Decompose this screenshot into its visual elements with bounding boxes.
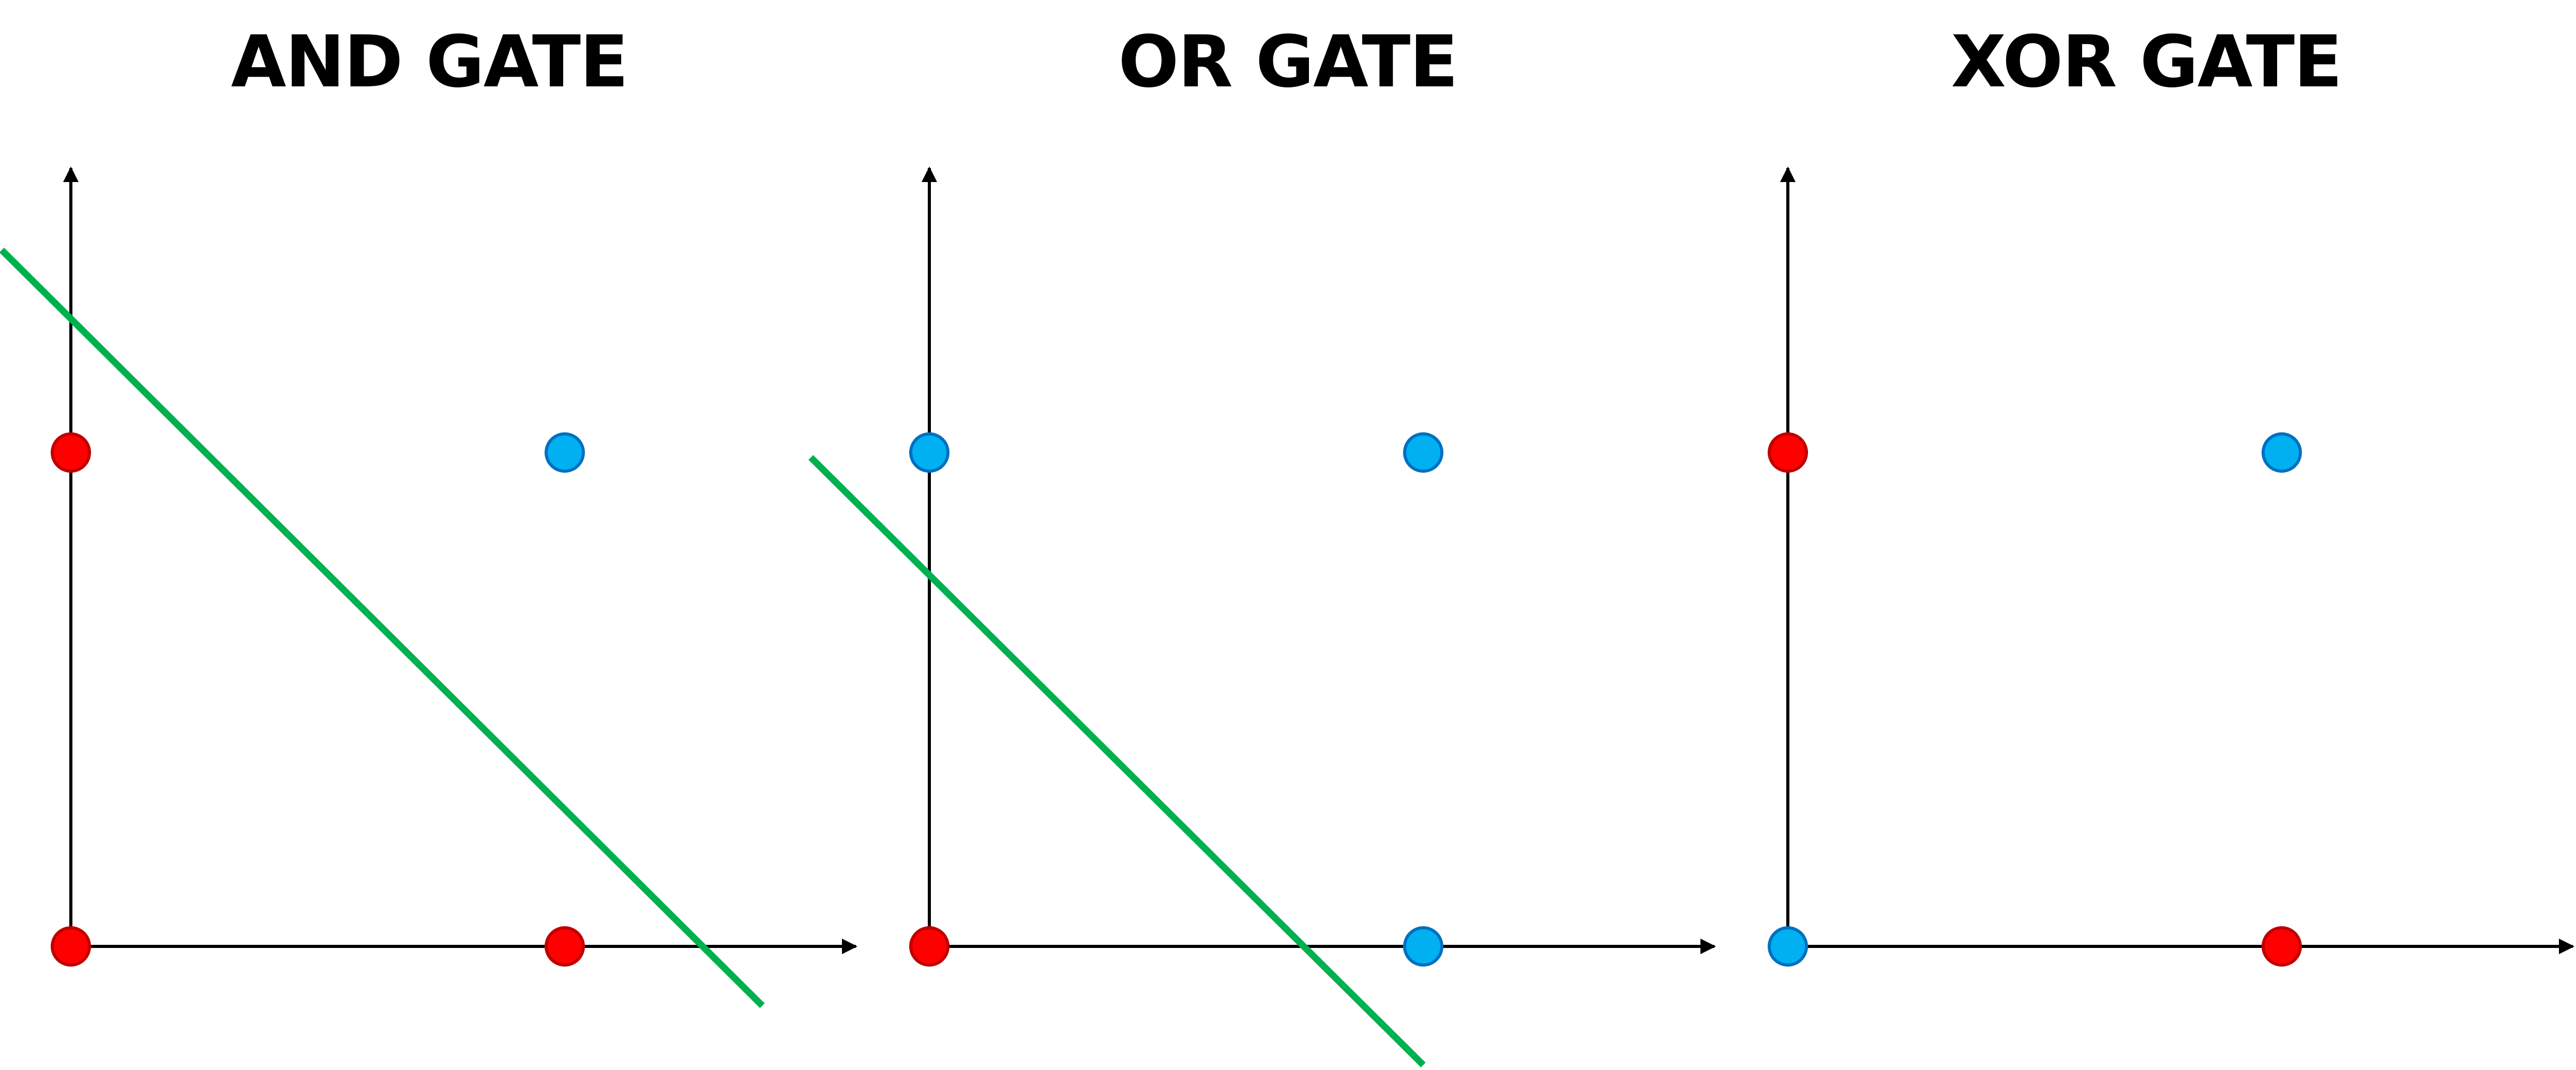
data-point-1-0 xyxy=(1403,926,1443,967)
data-point-0-0 xyxy=(51,926,91,967)
panel-title: XOR GATE xyxy=(1951,20,2343,103)
data-point-1-1 xyxy=(545,432,585,473)
decision-boundary-line xyxy=(0,247,765,1008)
and-gate-plot xyxy=(0,167,857,1008)
data-point-1-0 xyxy=(2262,926,2302,967)
or-gate-panel: OR GATE xyxy=(808,0,1717,1070)
decision-boundary-line xyxy=(808,455,1426,1067)
data-point-0-1 xyxy=(51,432,91,473)
xor-gate-panel: XOR GATE xyxy=(1717,0,2575,1070)
data-point-0-1 xyxy=(1768,432,1808,473)
panel-title: OR GATE xyxy=(1118,20,1458,103)
data-point-1-1 xyxy=(2262,432,2302,473)
data-point-1-1 xyxy=(1403,432,1443,473)
or-gate-plot xyxy=(808,167,1716,1067)
panel-title: AND GATE xyxy=(231,20,629,103)
data-point-0-1 xyxy=(909,432,950,473)
data-point-0-0 xyxy=(909,926,950,967)
xor-gate-plot xyxy=(1768,167,2574,967)
data-point-0-0 xyxy=(1768,926,1808,967)
and-gate-panel: AND GATE xyxy=(0,0,858,1070)
data-point-1-0 xyxy=(545,926,585,967)
